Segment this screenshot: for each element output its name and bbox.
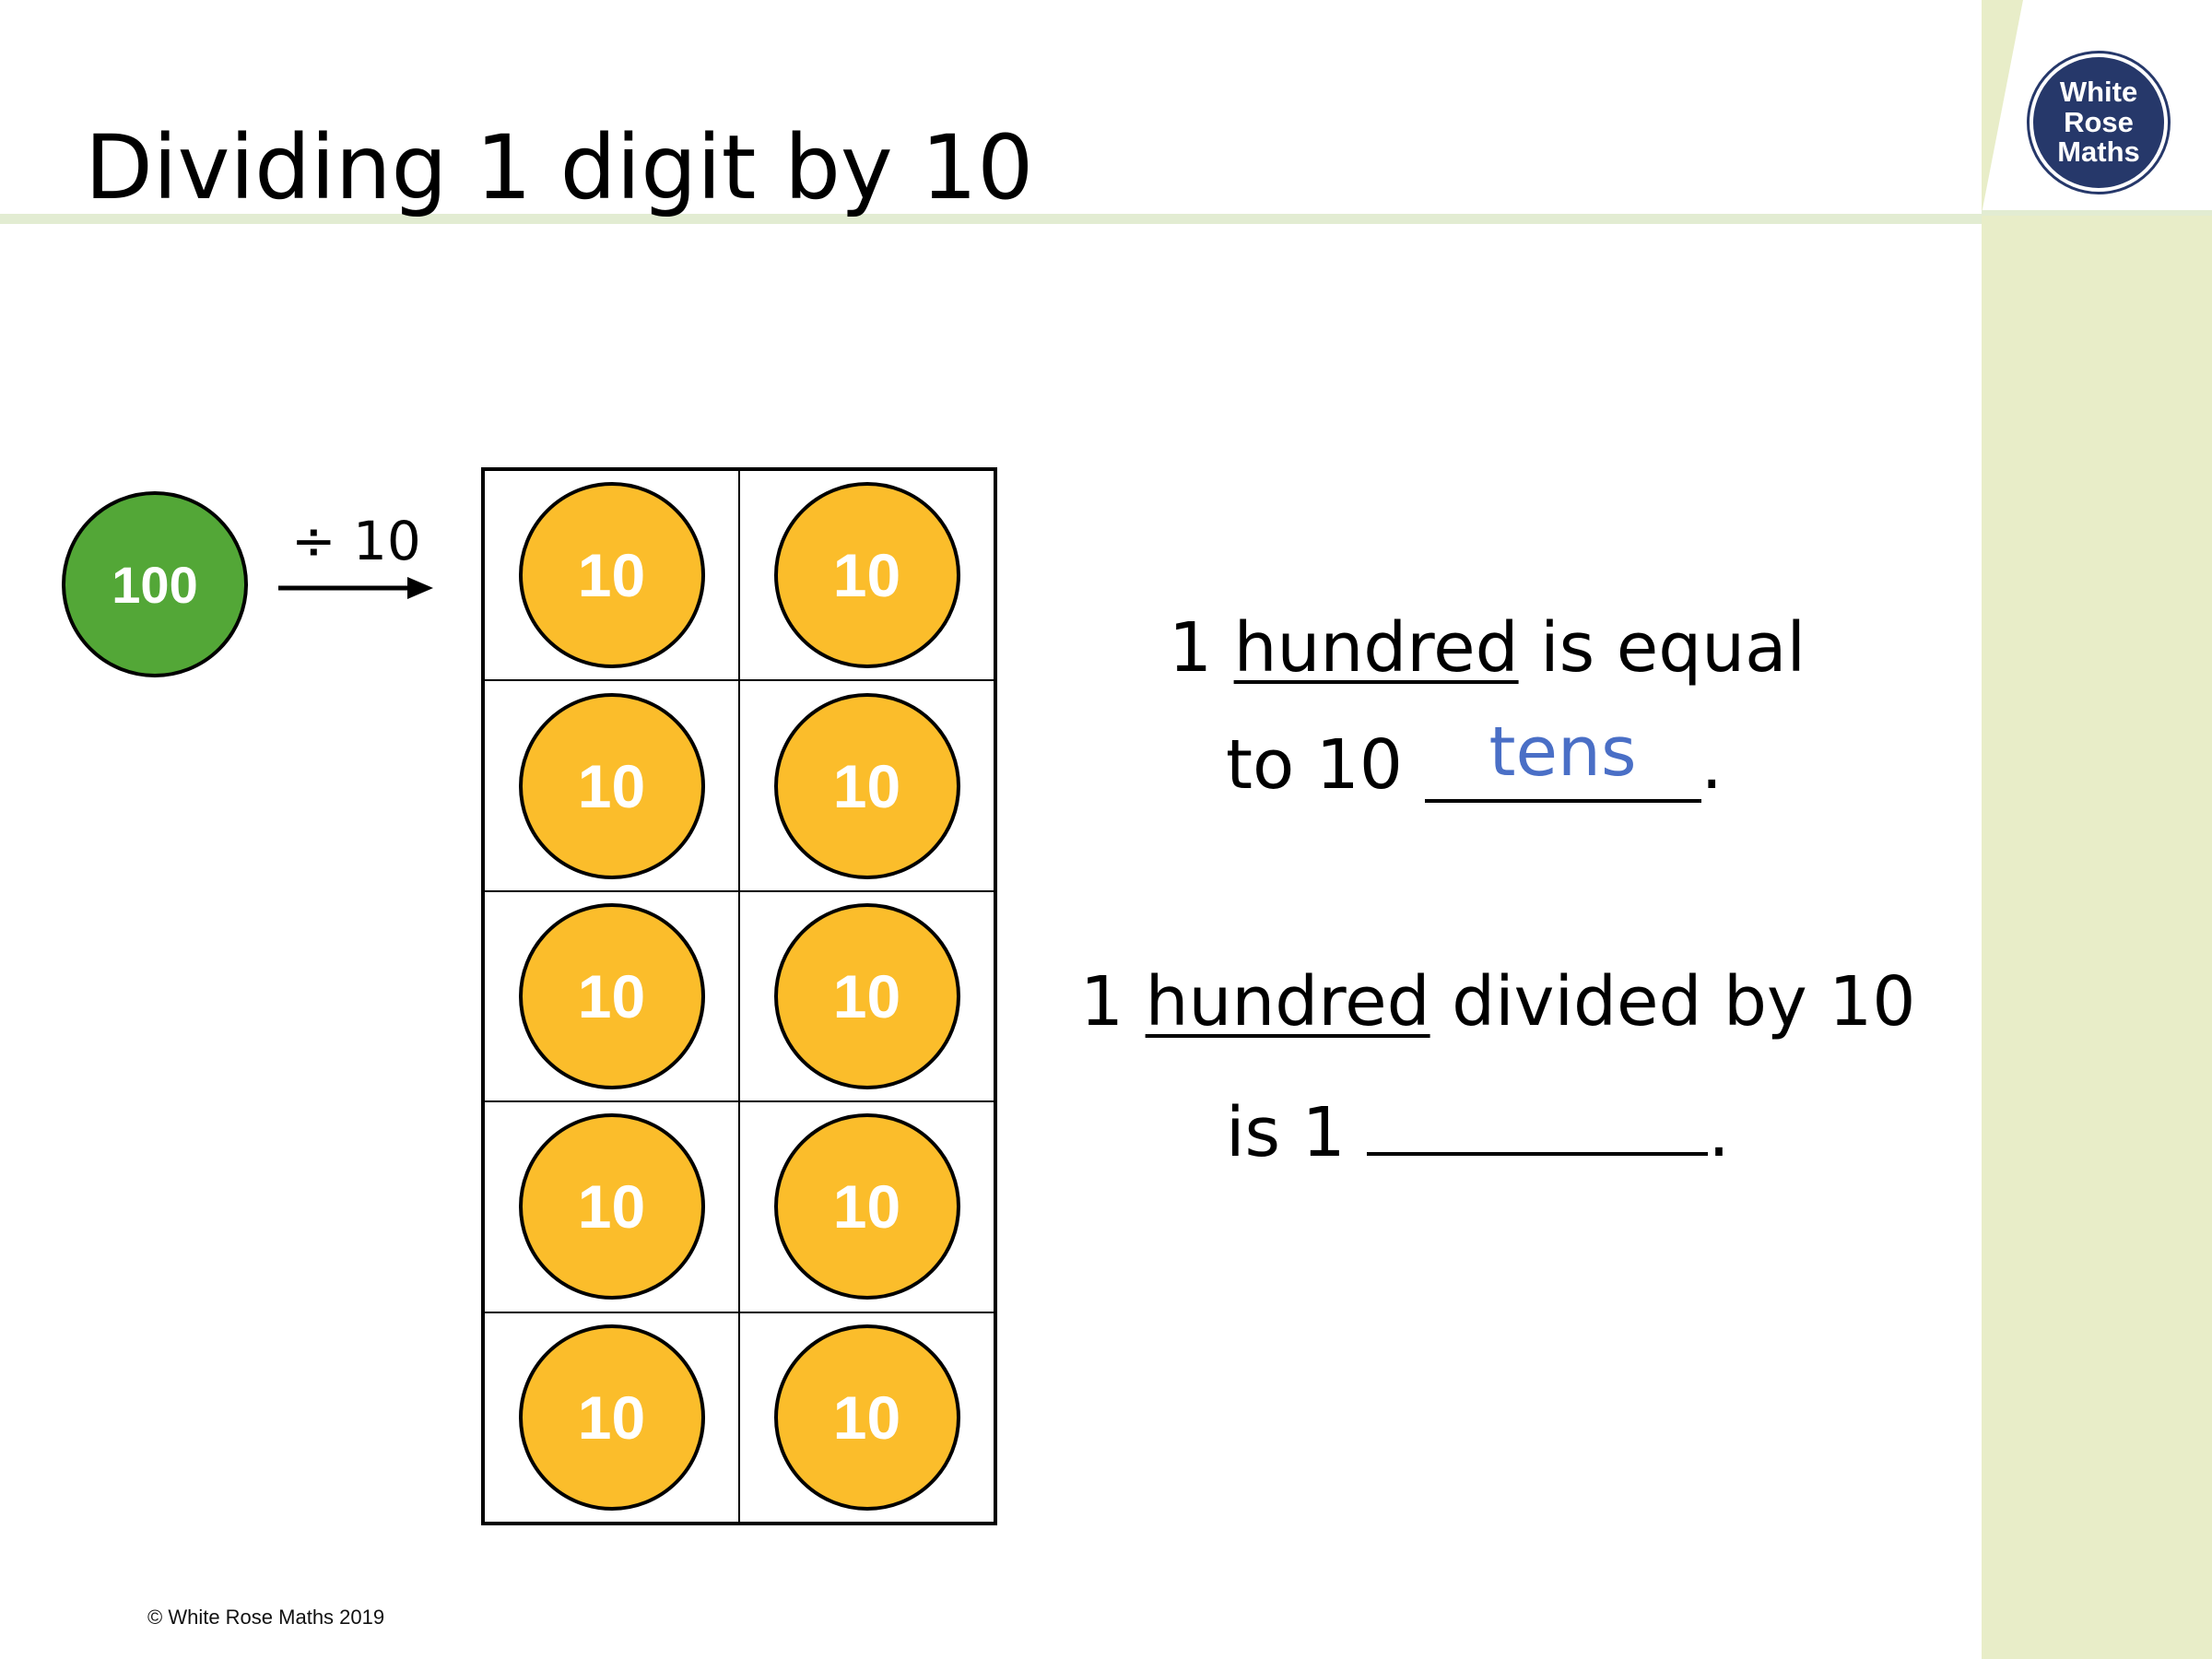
header-divider [0,214,1982,224]
statement-2-keyword: hundred [1145,962,1430,1041]
grid-cell: 10 [739,890,994,1102]
ten-counter: 10 [518,1113,705,1300]
header-divider-right [1982,210,2212,216]
ten-counter: 10 [773,482,960,669]
ten-counter: 10 [518,692,705,879]
answer-1-text: tens [1488,712,1637,792]
logo-line-2: Rose [2064,105,2134,138]
grid-cell: 10 [484,470,739,681]
answer-blank-2[interactable] [1367,1088,1709,1156]
statement-2-line-1: 1 hundred divided by 10 [1080,962,1915,1041]
ten-counter-label: 10 [832,541,901,610]
ten-counter: 10 [518,1324,705,1511]
statement-1-line-1: 1 hundred is equal [1169,608,1806,688]
grid-cell: 10 [484,680,739,891]
ten-counter: 10 [518,482,705,669]
tens-grid: 10 10 10 10 10 10 10 10 10 10 [481,467,997,1525]
ten-counter: 10 [773,1113,960,1300]
statement-2-end: . [1708,1093,1730,1172]
statement-2-post: divided by 10 [1430,962,1916,1041]
statement-1-pre: 1 [1169,608,1234,688]
white-rose-maths-logo: White Rose Maths [2030,53,2168,192]
logo-line-1: White [2059,76,2138,109]
ten-counter-label: 10 [832,751,901,820]
logo-line-3: Maths [2057,135,2140,169]
copyright-footer: © White Rose Maths 2019 [147,1606,385,1629]
ten-counter: 10 [773,692,960,879]
division-operation-label: ÷ 10 [291,510,421,572]
grid-cell: 10 [739,1312,994,1523]
ten-counter-label: 10 [577,541,646,610]
statement-2-pre: 1 [1080,962,1146,1041]
grid-cell: 10 [484,890,739,1102]
hundred-counter: 100 [62,491,248,677]
statement-2-line2-pre: is 1 [1226,1093,1368,1172]
ten-counter-label: 10 [832,961,901,1030]
statement-1-line2-pre: to 10 [1226,725,1425,805]
page-title: Dividing 1 digit by 10 [85,116,1034,220]
ten-counter-label: 10 [832,1382,901,1452]
ten-counter-label: 10 [577,961,646,1030]
ten-counter: 10 [518,902,705,1089]
hundred-counter-label: 100 [112,555,198,614]
ten-counter: 10 [773,1324,960,1511]
ten-counter-label: 10 [832,1172,901,1241]
statement-1-keyword: hundred [1233,608,1519,688]
ten-counter-label: 10 [577,1172,646,1241]
ten-counter-label: 10 [577,1382,646,1452]
grid-cell: 10 [739,680,994,891]
grid-cell: 10 [484,1101,739,1312]
statement-2-line-2: is 1 . [1226,1088,1730,1172]
answer-blank-1[interactable]: tens [1424,718,1701,803]
arrow-right-icon [278,577,433,599]
ten-counter-label: 10 [577,751,646,820]
right-sidebar [1982,0,2212,1659]
ten-counter: 10 [773,902,960,1089]
grid-cell: 10 [739,1101,994,1312]
grid-cell: 10 [739,470,994,681]
statement-1-post: is equal [1518,608,1806,688]
statement-1-end: . [1700,725,1724,805]
statement-1-line-2: to 10 tens. [1226,718,1724,805]
grid-cell: 10 [484,1312,739,1523]
